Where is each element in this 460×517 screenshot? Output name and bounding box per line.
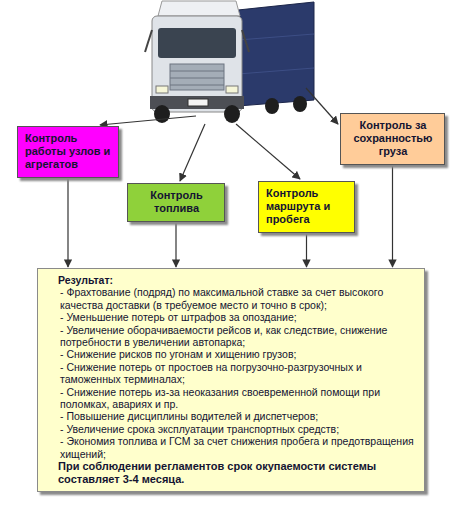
control-label: Контроль работы узлов и агрегатов (25, 132, 112, 171)
tarp-seam (238, 68, 314, 74)
control-box: Контроль топлива (127, 183, 225, 222)
result-item: - Снижение потерь из-за неоказания своев… (58, 386, 414, 411)
payback-note: При соблюдении регламентов срок окупаемо… (58, 460, 414, 485)
truck-arrow (100, 116, 196, 125)
roof-deflector (158, 1, 240, 16)
tarp-seam (238, 34, 314, 40)
result-item: - Фрахтование (подряд) по максимальной с… (58, 286, 414, 311)
control-box: Контроль маршрута и пробега (258, 181, 355, 233)
grille-bar (170, 85, 224, 86)
headlight (156, 86, 168, 93)
grille-bar (170, 78, 224, 79)
result-heading: Результат: (58, 274, 414, 286)
mirror (145, 30, 152, 52)
truck-arrow (236, 124, 300, 179)
flow-arrow (392, 165, 393, 267)
control-box: Контроль за сохранностью груза (340, 113, 445, 165)
flow-arrow (306, 233, 307, 267)
control-label: Контроль топлива (135, 189, 218, 215)
windshield (158, 28, 236, 58)
wheel (224, 105, 240, 123)
truck-arrow (306, 88, 338, 124)
control-label: Контроль за сохранностью груза (348, 119, 438, 158)
result-item: - Снижение рисков по угонам и хищению гр… (58, 348, 414, 360)
grille (170, 64, 224, 90)
flow-arrow (175, 222, 176, 267)
grille-bar (170, 71, 224, 72)
result-item: - Увеличение срока эксплуатации транспор… (58, 423, 414, 435)
number-plate (188, 99, 208, 106)
control-box: Контроль работы узлов и агрегатов (17, 126, 119, 178)
control-label: Контроль маршрута и пробега (266, 187, 348, 226)
result-item: - Повышение дисциплины водителей и диспе… (58, 410, 414, 422)
trailer-tarp (238, 2, 314, 106)
result-box: Результат:- Фрахтование (подряд) по макс… (37, 268, 425, 492)
wheel (293, 96, 307, 112)
truck-arrow (180, 124, 205, 181)
mirror (242, 30, 249, 52)
result-item: - Снижение потерь от простоев на погрузо… (58, 361, 414, 386)
result-item: - Уменьшение потерь от штрафов за опозда… (58, 311, 414, 323)
result-item: - Увеличение оборачиваемости рейсов и, к… (58, 324, 414, 349)
headlight (226, 86, 238, 93)
result-item: - Экономия топлива и ГСМ за счет снижени… (58, 435, 414, 460)
flow-arrow (67, 178, 68, 267)
wheel (265, 98, 279, 114)
